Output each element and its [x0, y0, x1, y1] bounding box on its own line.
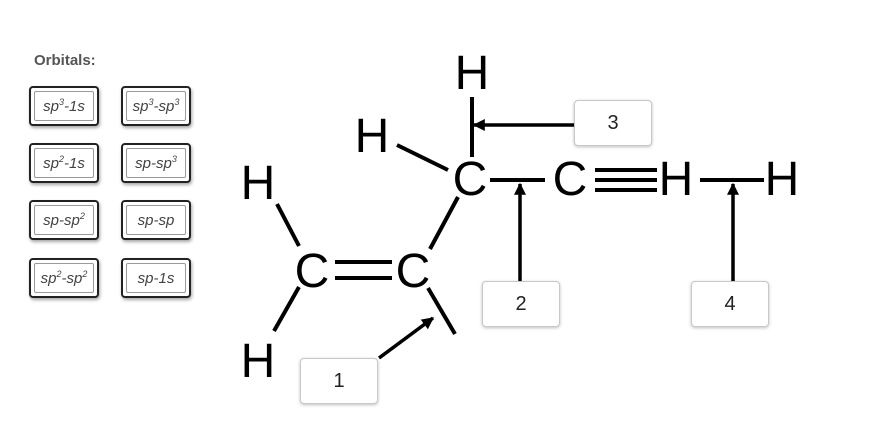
atom-c: C	[453, 153, 488, 206]
tile-inner-border: sp-sp	[126, 205, 186, 235]
bonds	[272, 97, 764, 336]
single-bond	[272, 286, 301, 332]
orbitals-heading: Orbitals:	[34, 52, 96, 69]
tile-label: sp-1s	[137, 269, 175, 287]
drop-target-1[interactable]: 1	[300, 358, 378, 404]
drop-target-3[interactable]: 3	[574, 100, 652, 146]
tile-inner-border: sp3-sp3	[126, 91, 186, 121]
orbital-tile[interactable]: sp-1s	[121, 258, 191, 298]
tile-label: sp2-sp2	[40, 268, 88, 287]
drop-target-4[interactable]: 4	[691, 281, 769, 327]
atom-c: C	[396, 245, 431, 298]
tile-inner-border: sp2-sp2	[34, 263, 94, 293]
atom-h: H	[455, 47, 490, 100]
tile-inner-border: sp-1s	[126, 263, 186, 293]
atom-h: H	[241, 157, 276, 210]
tile-label: sp-sp	[137, 211, 175, 229]
drop-target-2[interactable]: 2	[482, 281, 560, 327]
arrow-1	[377, 316, 435, 360]
tile-label: sp3-1s	[43, 96, 85, 115]
orbital-tile[interactable]: sp-sp3	[121, 143, 191, 183]
pointer-arrows	[377, 119, 739, 360]
orbital-tile[interactable]: sp3-sp3	[121, 86, 191, 126]
tile-inner-border: sp2-1s	[34, 148, 94, 178]
tile-label: sp-sp2	[43, 210, 85, 229]
tile-label: sp-sp3	[135, 153, 177, 172]
tile-inner-border: sp-sp2	[34, 205, 94, 235]
orbital-tile[interactable]: sp-sp	[121, 200, 191, 240]
atom-h: H	[765, 153, 800, 206]
atom-h: H	[241, 335, 276, 388]
tile-label: sp3-sp3	[132, 96, 180, 115]
single-bond	[428, 196, 460, 250]
tile-inner-border: sp-sp3	[126, 148, 186, 178]
single-bond	[396, 143, 449, 172]
tile-inner-border: sp3-1s	[34, 91, 94, 121]
atom-c: C	[295, 245, 330, 298]
atom-h: H	[355, 110, 390, 163]
atom-c: C	[553, 153, 588, 206]
orbital-tile[interactable]: sp3-1s	[29, 86, 99, 126]
orbital-tile[interactable]: sp2-1s	[29, 143, 99, 183]
orbital-tile[interactable]: sp2-sp2	[29, 258, 99, 298]
atom-c: H	[659, 153, 694, 206]
single-bond	[275, 203, 301, 247]
single-bond	[426, 286, 457, 336]
atoms: H H C C C C H H H H	[241, 47, 800, 388]
orbital-tile[interactable]: sp-sp2	[29, 200, 99, 240]
tile-label: sp2-1s	[43, 153, 85, 172]
